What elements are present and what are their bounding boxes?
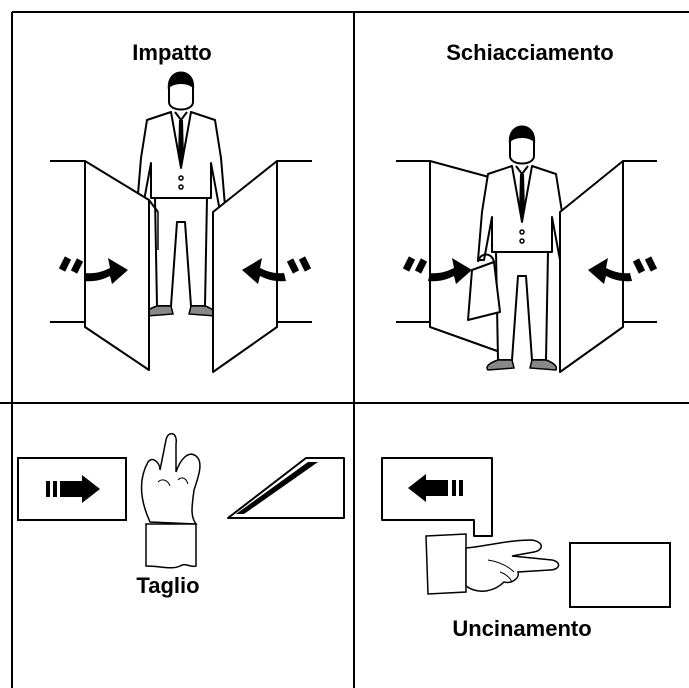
panel-title-impatto: Impatto bbox=[132, 40, 211, 65]
panel-schiacciamento: Schiacciamento bbox=[396, 40, 657, 373]
panel-title-taglio: Taglio bbox=[136, 573, 199, 598]
panel-grid bbox=[0, 11, 689, 688]
arrow-right-icon bbox=[46, 475, 100, 503]
fixed-block bbox=[569, 542, 671, 608]
hand-icon bbox=[425, 533, 560, 595]
panel-uncinamento: Uncinamento bbox=[381, 457, 671, 641]
hand-icon bbox=[140, 432, 201, 569]
door-right bbox=[559, 160, 624, 373]
panel-taglio: Taglio bbox=[17, 432, 345, 598]
hook-part bbox=[381, 457, 493, 537]
man-figure bbox=[136, 71, 226, 317]
panel-title-schiacciamento: Schiacciamento bbox=[446, 40, 614, 65]
briefcase-icon bbox=[467, 253, 501, 321]
arrow-left-icon bbox=[408, 474, 463, 502]
blade-icon bbox=[227, 457, 345, 519]
panel-impatto: Impatto bbox=[50, 40, 312, 373]
panel-title-uncinamento: Uncinamento bbox=[452, 616, 591, 641]
